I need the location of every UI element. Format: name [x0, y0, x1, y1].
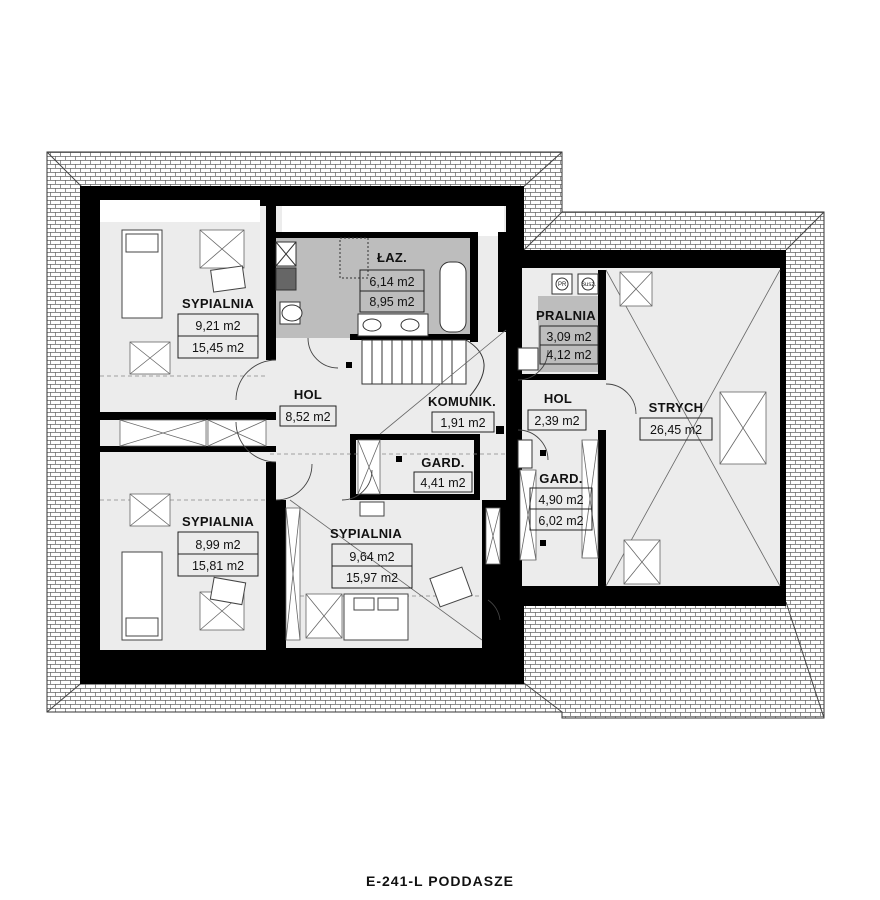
room-name-pralnia: PRALNIA: [536, 308, 596, 323]
room-name-sypialnia-3: SYPIALNIA: [330, 526, 402, 541]
room-area-gard-1: 4,41 m2: [420, 476, 465, 490]
door-swings: [235, 337, 637, 621]
bathroom-fixtures: [275, 237, 467, 337]
room-labels: SYPIALNIA 9,21 m2 15,45 m2 ŁAZ. 6,14 m2 …: [182, 250, 703, 585]
stairs: [361, 339, 485, 397]
room-area2-pralnia: 4,12 m2: [546, 348, 591, 362]
room-area-sypialnia-1: 9,21 m2: [195, 319, 240, 333]
room-name-hol-2: HOL: [544, 391, 572, 406]
beds: [121, 229, 409, 641]
room-area-pralnia: 3,09 m2: [546, 330, 591, 344]
room-area-sypialnia-2: 8,99 m2: [195, 538, 240, 552]
area-boxes: [177, 269, 713, 589]
room-name-gard-1: GARD.: [421, 455, 464, 470]
room-area-komunik: 1,91 m2: [440, 416, 485, 430]
room-area2-gard-2: 6,02 m2: [538, 514, 583, 528]
room-name-lazienka: ŁAZ.: [377, 250, 407, 265]
washer-label: PR: [558, 282, 567, 288]
room-name-gard-2: GARD.: [539, 471, 582, 486]
room-area2-sypialnia-2: 15,81 m2: [192, 559, 244, 573]
dryer-label: Susz.: [581, 282, 596, 288]
attic-lines: [289, 269, 781, 641]
room-area-gard-2: 4,90 m2: [538, 493, 583, 507]
room-area2-lazienka: 8,95 m2: [369, 295, 414, 309]
room-area-lazienka: 6,14 m2: [369, 275, 414, 289]
room-name-hol-1: HOL: [294, 387, 322, 402]
room-area2-sypialnia-1: 15,45 m2: [192, 341, 244, 355]
laundry-appliances: [517, 273, 599, 469]
room-area-sypialnia-3: 9,64 m2: [349, 550, 394, 564]
room-area-strych: 26,45 m2: [650, 423, 702, 437]
armchairs: [209, 265, 473, 608]
room-name-komunik: KOMUNIK.: [428, 394, 496, 409]
internal-walls: [100, 200, 606, 654]
room-area-hol-2: 2,39 m2: [534, 414, 579, 428]
room-name-sypialnia-2: SYPIALNIA: [182, 514, 254, 529]
plan-title: E-241-L PODDASZE: [366, 873, 514, 889]
room-name-sypialnia-1: SYPIALNIA: [182, 296, 254, 311]
laundry-floor: [538, 296, 602, 372]
pillars: [346, 362, 546, 546]
room-area2-sypialnia-3: 15,97 m2: [346, 571, 398, 585]
wardrobes: [285, 439, 599, 641]
room-area-hol-1: 8,52 m2: [285, 410, 330, 424]
room-name-strych: STRYCH: [649, 400, 704, 415]
